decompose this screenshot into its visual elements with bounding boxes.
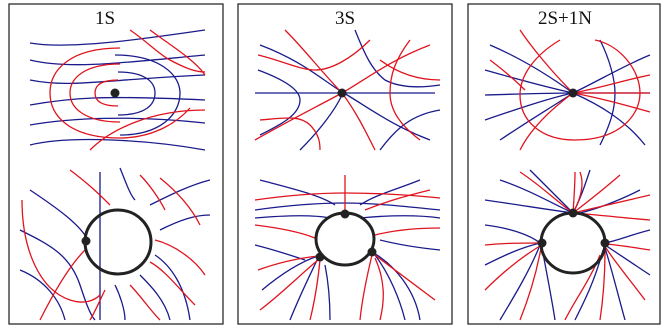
blue-field-lines-bottom: [19, 167, 211, 321]
blue-field-lines-bottom: [254, 179, 441, 321]
panel-frame: [237, 3, 453, 325]
saddle-point: [600, 238, 610, 248]
red-field-lines-top: [489, 29, 651, 151]
saddle-point: [367, 247, 377, 257]
saddle-point: [315, 252, 325, 262]
panel-2s1n: 2S+1N: [467, 3, 661, 325]
blue-field-lines-top: [29, 29, 206, 151]
saddle-point: [81, 236, 91, 246]
panel-label: 2S+1N: [538, 8, 592, 29]
panel-label: 3S: [335, 8, 355, 29]
panel-3s: 3S: [237, 3, 453, 325]
saddle-point: [537, 238, 547, 248]
panel-frame: [8, 3, 224, 325]
saddle-point: [340, 209, 350, 219]
circular-boundary: [314, 211, 376, 267]
circular-boundary: [539, 211, 607, 275]
red-field-lines-top: [49, 29, 206, 151]
blue-field-lines-bottom: [484, 169, 651, 321]
saddle-point: [110, 88, 120, 98]
panel-label: 1S: [95, 8, 115, 29]
panel-frame: [467, 3, 661, 325]
red-field-lines-bottom: [21, 169, 206, 321]
circular-boundary: [83, 208, 153, 276]
saddle-point: [337, 88, 347, 98]
panel-1s: 1S: [8, 3, 224, 325]
node-point: [568, 208, 578, 218]
node-point: [568, 88, 578, 98]
red-field-lines-bottom: [484, 171, 651, 321]
red-field-lines-bottom: [254, 174, 441, 321]
